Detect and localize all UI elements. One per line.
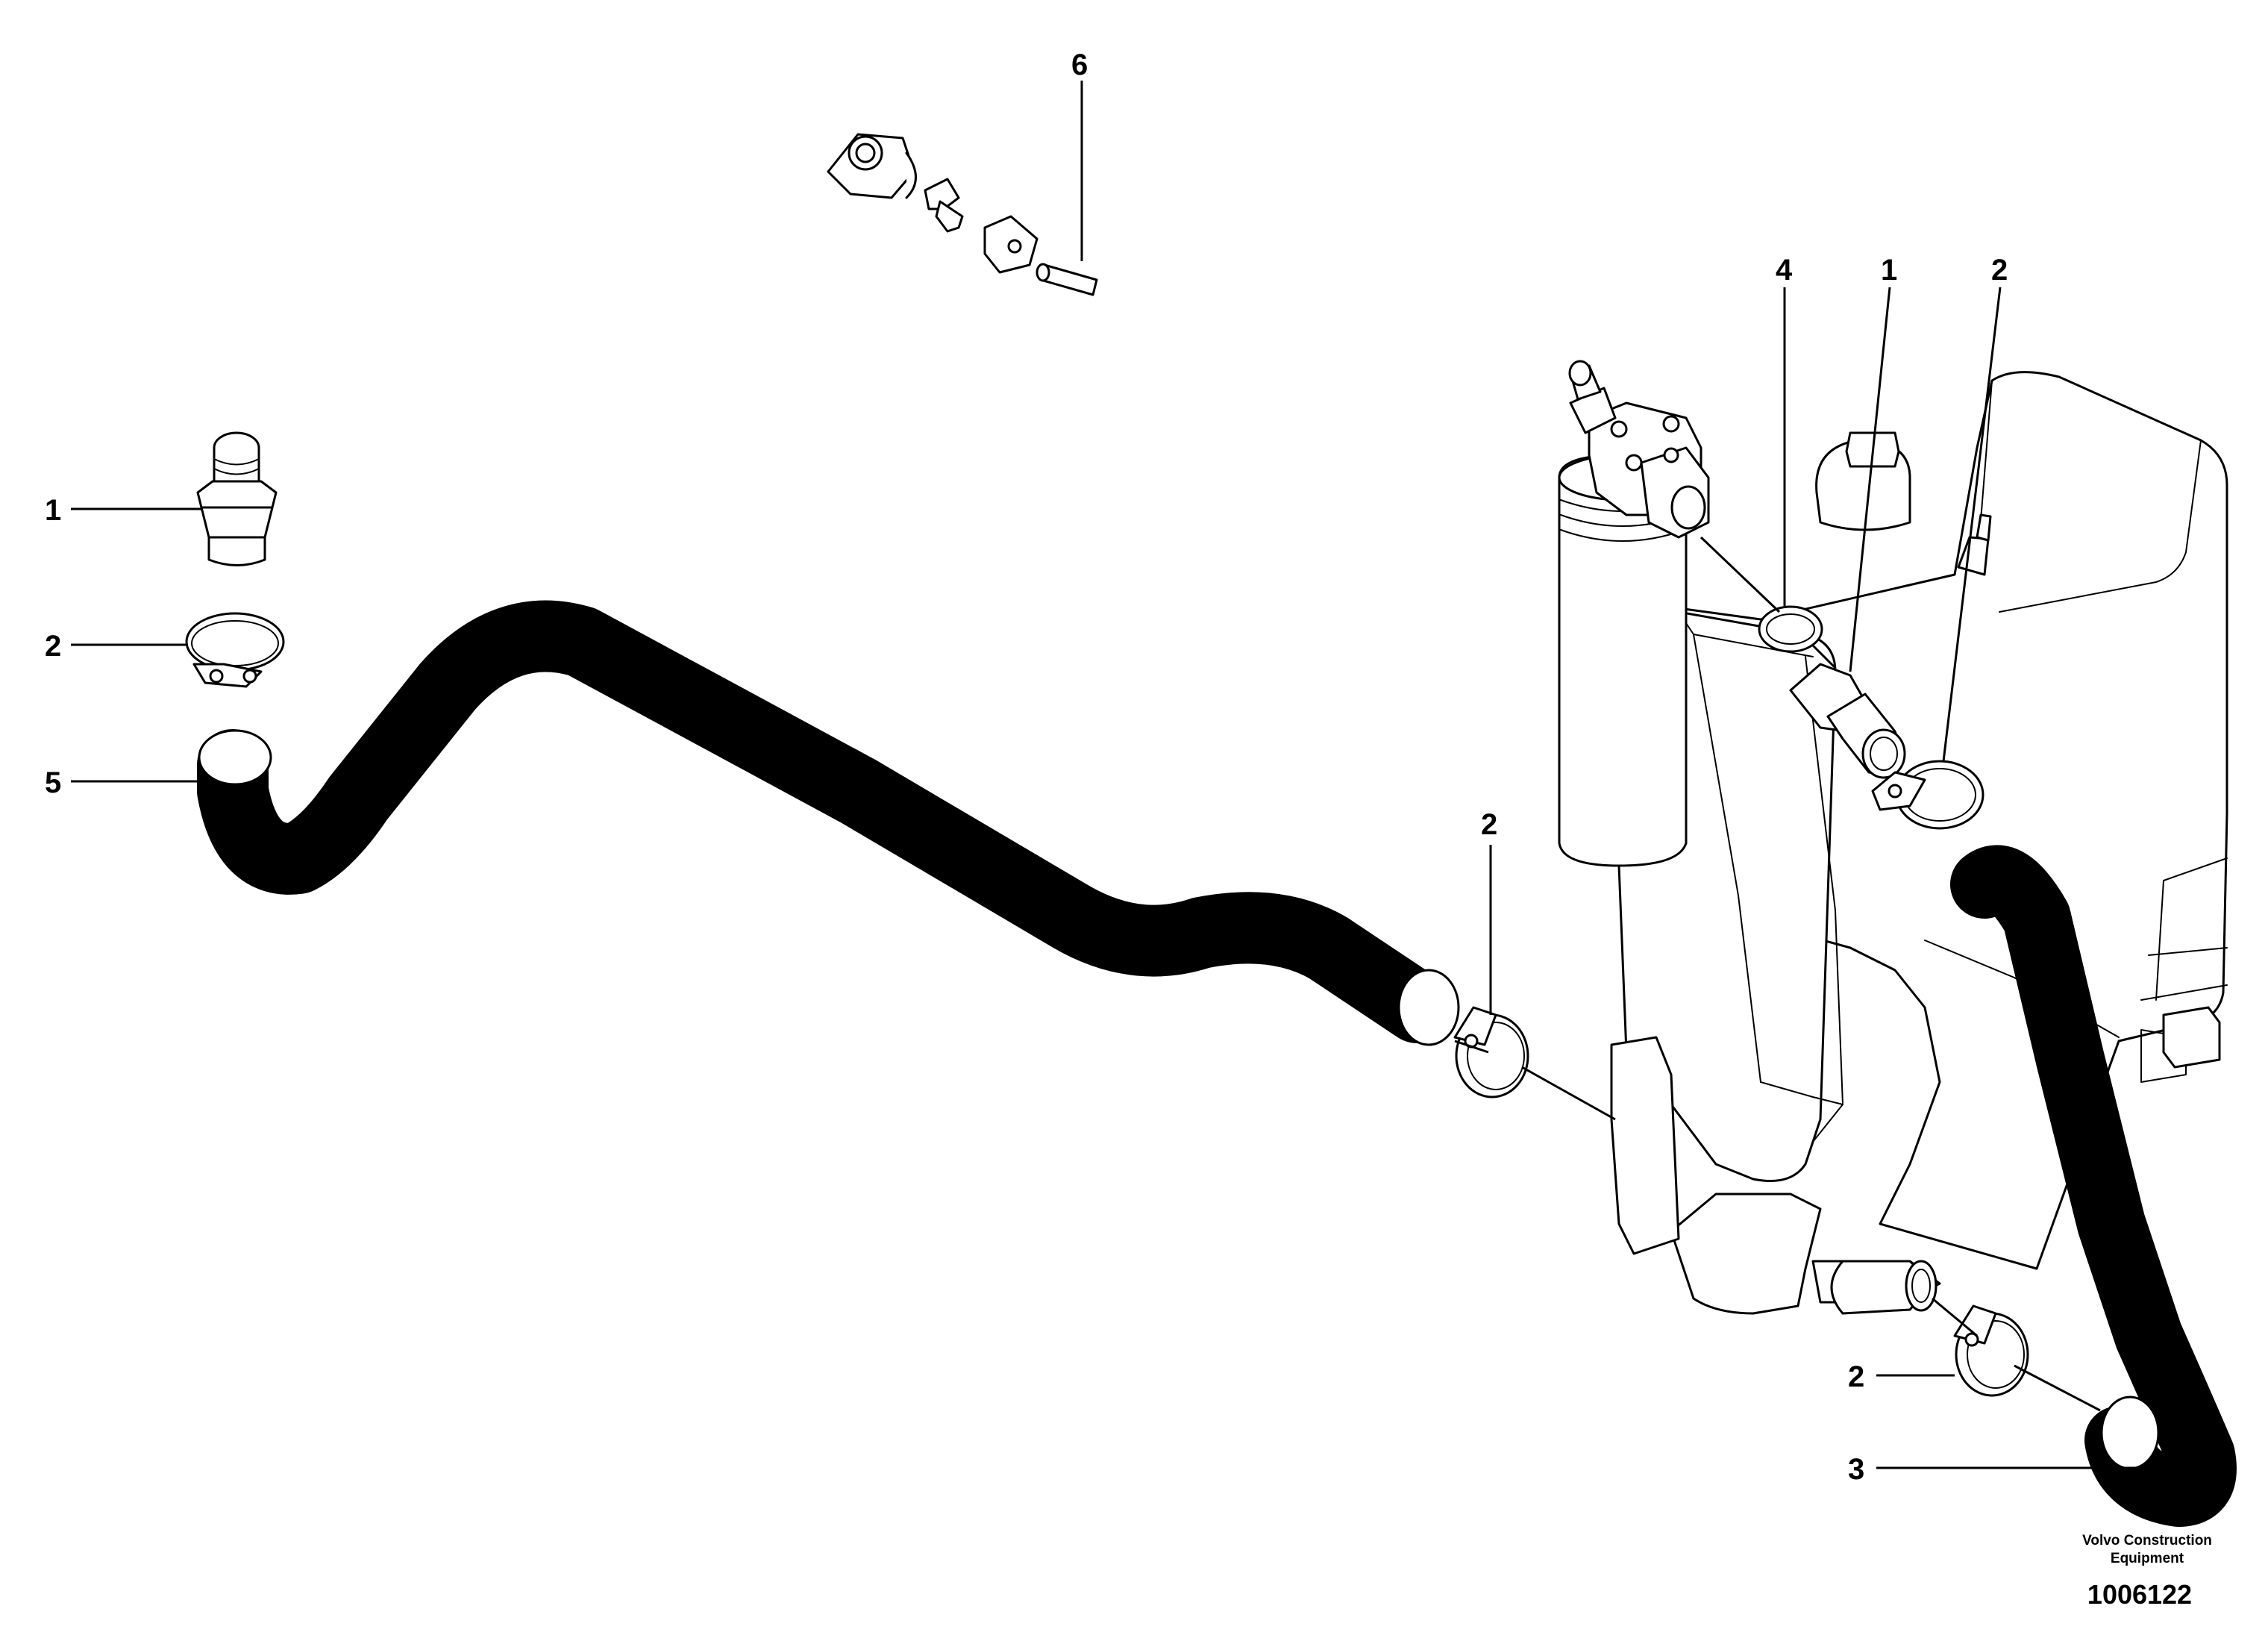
callout-2-left: 2 xyxy=(45,630,61,663)
brand-line-1: Volvo Construction xyxy=(2082,1533,2212,1548)
hose-clamp-2-lower xyxy=(1953,1304,2029,1397)
callout-3: 3 xyxy=(1848,1453,1864,1486)
coolant-filter xyxy=(1558,360,1710,867)
hose-clamp-2-tank xyxy=(1871,760,1985,830)
callout-1-tank: 1 xyxy=(1881,254,1897,287)
brand-label: Volvo Construction Equipment xyxy=(2058,1532,2237,1568)
fitting-1 xyxy=(196,431,278,566)
callout-labels: 6 4 1 2 1 2 5 2 2 3 xyxy=(45,49,2008,1486)
assembly-lines xyxy=(1454,536,2101,1412)
callout-5: 5 xyxy=(45,766,61,799)
hose-5 xyxy=(197,600,1460,1046)
brand-line-2: Equipment xyxy=(2110,1551,2184,1566)
callout-2-mid: 2 xyxy=(1481,808,1497,841)
fitting-1-tank xyxy=(1789,663,1906,779)
callout-leaders xyxy=(71,81,2141,1469)
callout-4: 4 xyxy=(1776,254,1793,287)
callout-6: 6 xyxy=(1071,49,1088,81)
drawing-number: 1006122 xyxy=(2087,1579,2193,1610)
o-ring-4 xyxy=(1758,605,1823,653)
callout-2-tank: 2 xyxy=(1991,254,2008,287)
hose-clamp-2 xyxy=(185,612,285,688)
callout-1-left: 1 xyxy=(45,494,61,527)
part-6-group xyxy=(827,133,1098,296)
callout-2-lower: 2 xyxy=(1848,1360,1864,1393)
hose-clamp-2-mid xyxy=(1453,1006,1529,1098)
